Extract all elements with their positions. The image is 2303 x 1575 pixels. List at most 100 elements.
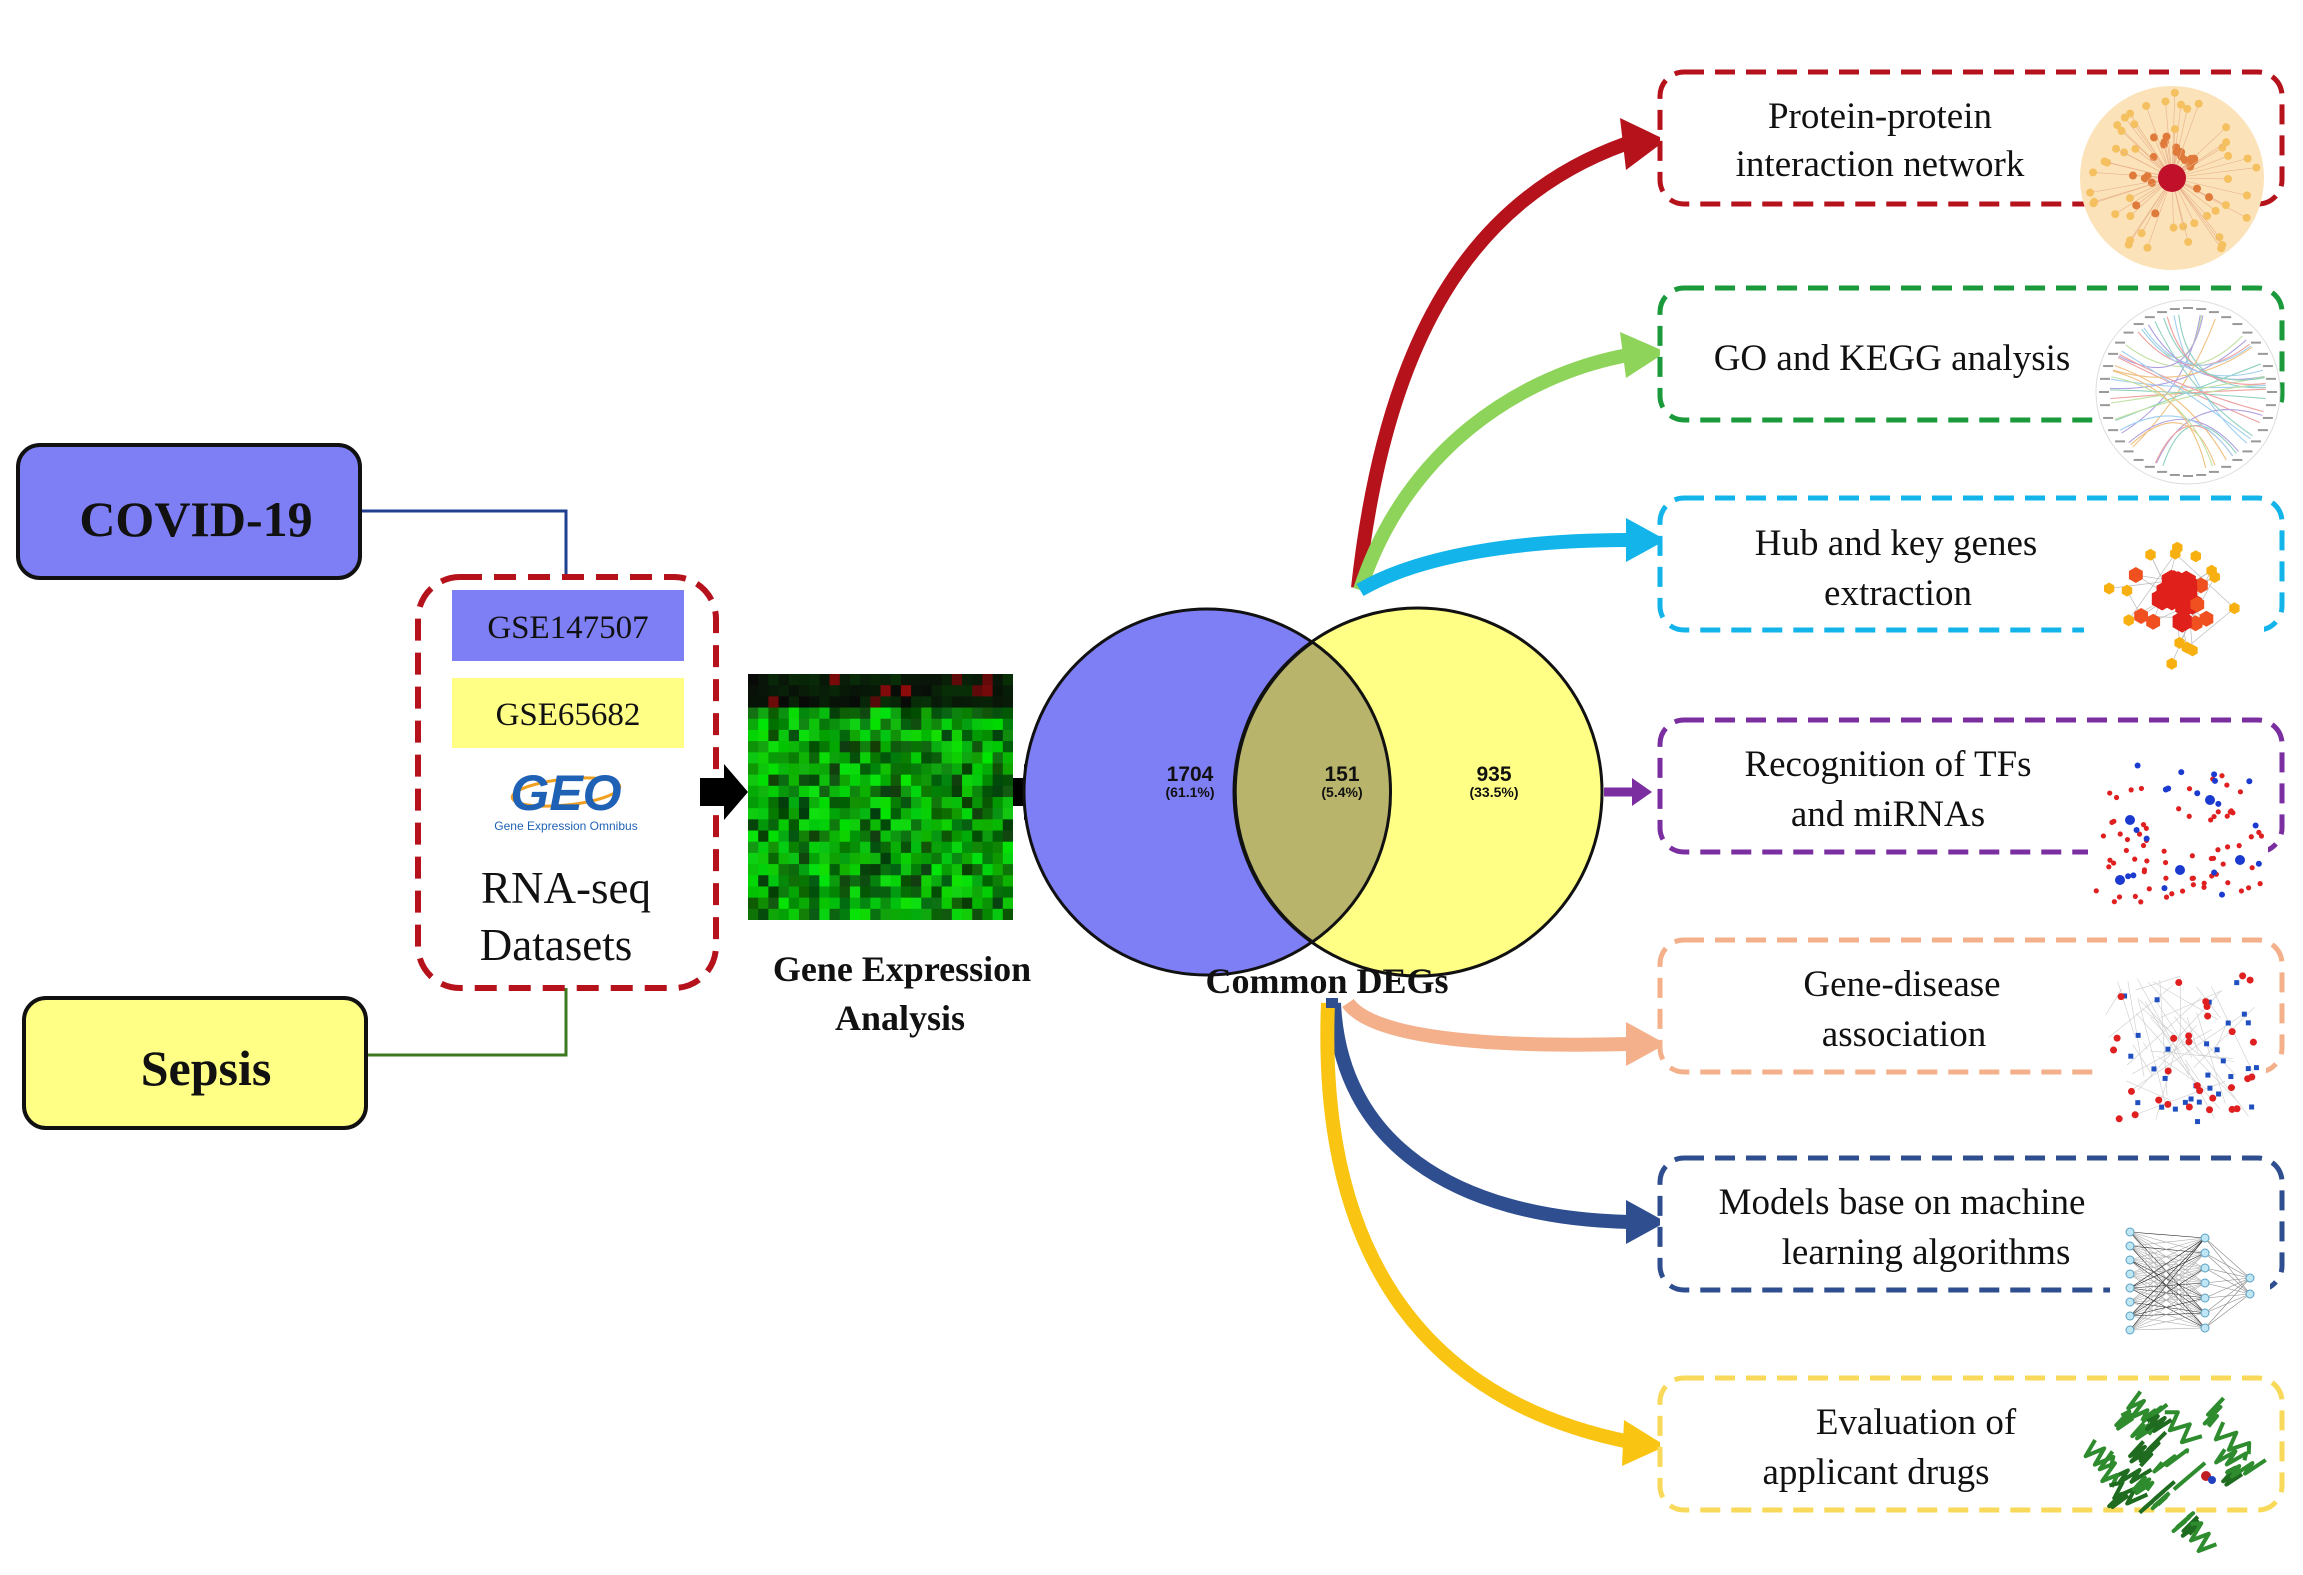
gene-node xyxy=(2245,1066,2251,1072)
ppi-node xyxy=(2211,206,2220,215)
heatmap-cell xyxy=(768,685,779,697)
heatmap-cell xyxy=(941,685,953,697)
mirna-node xyxy=(2258,833,2265,839)
heatmap-cell xyxy=(829,707,841,720)
heatmap-cell xyxy=(778,729,790,742)
disease-node xyxy=(2203,1002,2211,1010)
heatmap-cell xyxy=(972,729,983,742)
heatmap-cell xyxy=(849,819,861,831)
disease-node xyxy=(2115,1115,2123,1123)
heatmap-cell xyxy=(839,685,851,697)
protein-helix xyxy=(2083,1438,2116,1468)
heatmap-cell xyxy=(992,841,1004,854)
heatmap-cell xyxy=(778,852,790,865)
nn-edge xyxy=(2129,1267,2206,1275)
heatmap-cell xyxy=(809,841,820,854)
heatmap-cell xyxy=(849,685,861,697)
heatmap-cell xyxy=(849,864,861,876)
heatmap-cell xyxy=(778,841,790,854)
heatmap-cell xyxy=(1002,785,1013,798)
heatmap-cell xyxy=(900,797,912,809)
heatmap-cell xyxy=(819,685,830,697)
heatmap-cell xyxy=(982,785,994,798)
heatmap-cell xyxy=(941,886,953,899)
heatmap-cell xyxy=(849,763,861,776)
heatmap-cell xyxy=(911,707,922,720)
sepsis-connector xyxy=(366,988,568,1057)
heatmap-cell xyxy=(951,830,963,843)
heatmap-cell xyxy=(798,674,810,686)
heatmap-cell xyxy=(778,685,790,697)
heatmap-cell xyxy=(911,852,922,865)
heatmap-cell xyxy=(829,908,841,920)
nn-edge xyxy=(2129,1252,2206,1275)
heatmap-cell xyxy=(860,707,871,720)
hub-node xyxy=(2190,550,2201,563)
heatmap-cell xyxy=(860,797,871,809)
heatmap-cell xyxy=(849,785,861,798)
heatmap-cell xyxy=(768,875,779,887)
heatmap-cell xyxy=(870,774,881,787)
heatmap-cell xyxy=(849,696,861,708)
hub-node xyxy=(2176,570,2196,593)
chord-diagram-icon xyxy=(2095,299,2281,485)
gene-node xyxy=(2162,1075,2168,1081)
heatmap-cell xyxy=(768,897,779,910)
nn-edge xyxy=(2129,1231,2206,1299)
heatmap-cell xyxy=(839,864,851,876)
protein-helix xyxy=(2128,1440,2149,1464)
heatmap-cell xyxy=(921,864,932,876)
ppi-node xyxy=(2170,88,2179,97)
nn-edge xyxy=(2129,1267,2206,1331)
drug-box: Evaluation of applicant drugs xyxy=(1657,1375,2285,1553)
heatmap-cell xyxy=(860,674,871,686)
gene-disease-label-line1: Gene-disease xyxy=(1803,964,2000,1005)
heatmap-cell xyxy=(941,864,953,876)
heatmap-cell xyxy=(972,752,983,764)
hub-node xyxy=(2152,588,2172,611)
ppi-node xyxy=(2177,100,2186,109)
nn-edge xyxy=(2129,1259,2206,1269)
heatmap-cell xyxy=(880,808,892,820)
nn-edge xyxy=(2204,1252,2251,1295)
heatmap-cell xyxy=(870,718,881,731)
heatmap-cell xyxy=(839,852,851,865)
heatmap-cell xyxy=(768,830,779,843)
venn-right-pct: (33.5%) xyxy=(1469,784,1518,800)
gene-node xyxy=(2194,790,2201,797)
chord-tick xyxy=(2133,323,2144,326)
heatmap-cell xyxy=(951,729,963,742)
chord-tick xyxy=(2265,377,2276,380)
ppi-node xyxy=(2149,153,2158,162)
heatmap-cell xyxy=(758,741,769,753)
tf-label-line1: Recognition of TFs xyxy=(1744,744,2031,785)
heatmap-cell xyxy=(829,797,841,809)
ppi-node xyxy=(2172,147,2181,156)
mirna-node xyxy=(2249,865,2255,871)
heatmap-cell xyxy=(788,785,800,798)
heatmap-cell xyxy=(962,707,973,720)
nn-node xyxy=(2125,1227,2135,1237)
heatmap-cell xyxy=(870,819,881,831)
disease-node xyxy=(2204,1012,2212,1020)
chord-tick xyxy=(2169,473,2180,476)
gene-node xyxy=(2172,1106,2178,1112)
heatmap-cell xyxy=(768,718,779,731)
gene-node xyxy=(2122,993,2128,999)
gd-edge xyxy=(2132,1029,2213,1074)
heatmap-cell xyxy=(921,752,932,764)
heatmap-cell xyxy=(788,819,800,831)
heatmap-cell xyxy=(849,808,861,820)
heatmap-cell xyxy=(951,864,963,876)
heatmap-cell xyxy=(1002,841,1013,854)
heatmap-cell xyxy=(972,908,983,920)
heatmap-cell xyxy=(819,763,830,776)
gene-node xyxy=(2211,869,2218,876)
heatmap-cell xyxy=(778,718,790,731)
mirna-node xyxy=(2093,888,2099,894)
mirna-node xyxy=(2238,888,2245,894)
gd-edge xyxy=(2139,999,2237,1101)
heatmap-cell xyxy=(758,797,769,809)
heatmap-cell xyxy=(758,908,769,920)
nn-edge xyxy=(2129,1301,2206,1329)
